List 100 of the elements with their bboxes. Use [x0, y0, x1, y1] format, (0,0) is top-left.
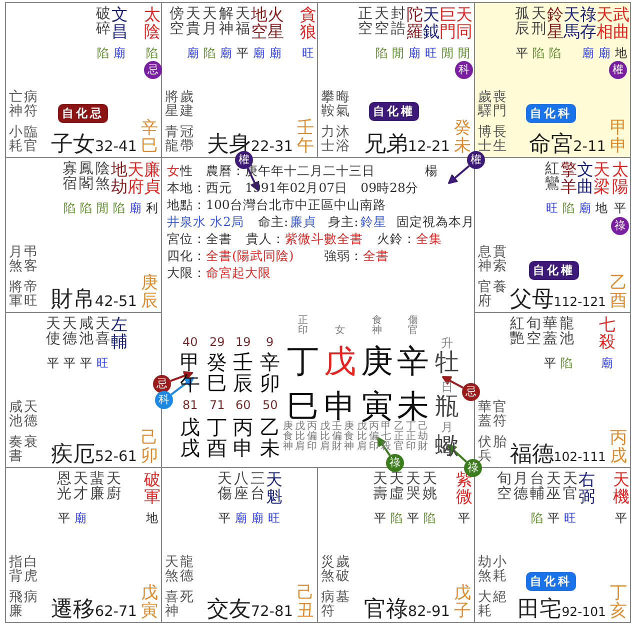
- pillar-column: 戊戌: [180, 417, 200, 459]
- star-name: 天姚: [422, 472, 437, 502]
- star-name: 文曲: [576, 162, 594, 196]
- age-range: 112-121: [554, 294, 606, 309]
- star-name: 三台: [250, 472, 265, 502]
- spirit-name: 劫煞: [478, 556, 492, 584]
- brightness-mark: 陷: [113, 202, 125, 214]
- pillar-char: 庚: [361, 345, 393, 377]
- brightness-mark: 旺: [564, 512, 576, 524]
- brightness-mark: 平: [47, 357, 59, 369]
- arrow: [446, 444, 468, 463]
- pillar-column: 乙未: [260, 417, 280, 459]
- info-text: 鈴星: [360, 214, 386, 229]
- brightness-mark: 平: [458, 512, 470, 524]
- star-name: 廉貞: [144, 162, 160, 196]
- brightness-mark: 地: [596, 202, 608, 214]
- age-range: 72-81: [250, 604, 293, 621]
- brightness-mark: 平: [236, 47, 248, 59]
- brightness-mark: 陷: [562, 202, 574, 214]
- spirit-name: 將軍: [9, 281, 22, 309]
- age-range: 32-41: [94, 140, 137, 156]
- spirit-name: 天德: [24, 401, 38, 429]
- info-text: 楊: [425, 163, 438, 178]
- star-name: 祿存: [580, 7, 596, 41]
- star-name: 巨門: [439, 7, 456, 41]
- spirit-name: 墓: [336, 591, 350, 605]
- stem-branch: 庚辰: [141, 275, 158, 310]
- info-text: 廉貞: [290, 214, 316, 229]
- star-name: 鈴星: [546, 7, 564, 41]
- brightness-mark: 廟: [130, 202, 142, 214]
- spirit-name: 息神: [478, 246, 492, 274]
- spirit-name: 歲驛: [478, 91, 492, 119]
- spirit-name: 臨官: [24, 126, 38, 154]
- spirit-name: 養: [493, 281, 506, 295]
- brightness-mark: 陷: [390, 512, 402, 524]
- star-name: 天相: [596, 7, 613, 41]
- info-text: 地點：100台灣台北市中正區中山南路: [167, 197, 386, 212]
- star-name: 七殺: [598, 317, 616, 351]
- ten-god-label: 女: [335, 326, 345, 336]
- spirit-name: 將星: [165, 91, 178, 119]
- spirit-name: 小耗: [9, 126, 22, 154]
- star-name: 文昌: [111, 7, 128, 41]
- brightness-mark: 廟: [114, 47, 126, 59]
- spirit-name: 博士: [478, 126, 492, 154]
- age-range: 62-71: [94, 604, 137, 621]
- transform-badge: 祿: [386, 454, 404, 472]
- star-name: 太陽: [612, 162, 628, 196]
- star-name: 天哭: [406, 472, 420, 502]
- brightness-mark: 平: [64, 357, 76, 369]
- brightness-mark: 廟: [579, 202, 591, 214]
- spirit-name: 攀鞍: [321, 91, 334, 119]
- self-transform-badge: 自化科: [526, 572, 576, 590]
- star-name: 天梁: [593, 162, 610, 196]
- spirit-name: 長生: [493, 126, 506, 154]
- brightness-mark: 旺: [302, 47, 314, 59]
- stem-branch: 戊子: [454, 585, 471, 620]
- spirit-name: 大耗: [478, 591, 492, 619]
- brightness-mark: 廟: [408, 47, 420, 59]
- pillar-column: 辛卯: [260, 352, 280, 394]
- spirit-name: 華蓋: [478, 401, 492, 429]
- brightness-mark: 平: [614, 202, 626, 214]
- star-name: 天福: [235, 7, 250, 37]
- brightness-mark: 陷: [424, 512, 436, 524]
- palace-name: 田宅: [518, 598, 562, 622]
- age-number: 60: [236, 399, 251, 411]
- spirit-name: 災煞: [321, 556, 334, 584]
- star-name: 天官: [562, 472, 578, 502]
- stem-branch: 辛巳: [141, 120, 158, 155]
- age-number: 50: [262, 399, 278, 411]
- brightness-mark: 陷: [560, 357, 572, 369]
- spirit-name: 咸池: [9, 401, 22, 429]
- star-name: 旬空: [526, 317, 541, 347]
- brightness-mark: 旺: [546, 202, 558, 214]
- star-name: 寡宿: [62, 162, 77, 192]
- star-name: 天鉞: [422, 7, 440, 41]
- brightness-mark: 陷: [549, 47, 561, 59]
- star-name: 貪狼: [300, 7, 316, 41]
- info-text: 命宮起大限: [206, 265, 271, 280]
- brightness-mark: 廟: [582, 47, 594, 59]
- info-text: 全書(陽武同陰): [206, 248, 294, 263]
- star-name: 孤辰: [514, 7, 530, 37]
- star-name: 天府: [127, 162, 144, 196]
- ten-god-label: 正印: [298, 316, 308, 336]
- palace-name: 父母: [510, 288, 554, 312]
- stem-branch: 乙酉: [610, 275, 627, 310]
- info-text: 貴人：: [246, 231, 285, 246]
- brightness-mark: 陷: [97, 47, 109, 59]
- stem-branch: 己卯: [141, 430, 158, 465]
- hidden-stem-column: 戊比肩: [295, 422, 305, 452]
- star-name: 華蓋: [542, 317, 558, 347]
- star-name: 恩光: [56, 472, 72, 502]
- hidden-stem-column: 壬偏財: [332, 422, 342, 452]
- brightness-mark: 平: [218, 512, 230, 524]
- spirit-name: 奏書: [9, 436, 22, 464]
- info-text: 井泉水 水2局: [167, 214, 244, 229]
- spirit-name: 病符: [321, 591, 334, 619]
- age-range: 42-51: [94, 294, 137, 311]
- age-range: 82-91: [408, 604, 450, 621]
- ten-god-label: 食神: [372, 316, 382, 336]
- brightness-mark: 陷: [64, 202, 76, 214]
